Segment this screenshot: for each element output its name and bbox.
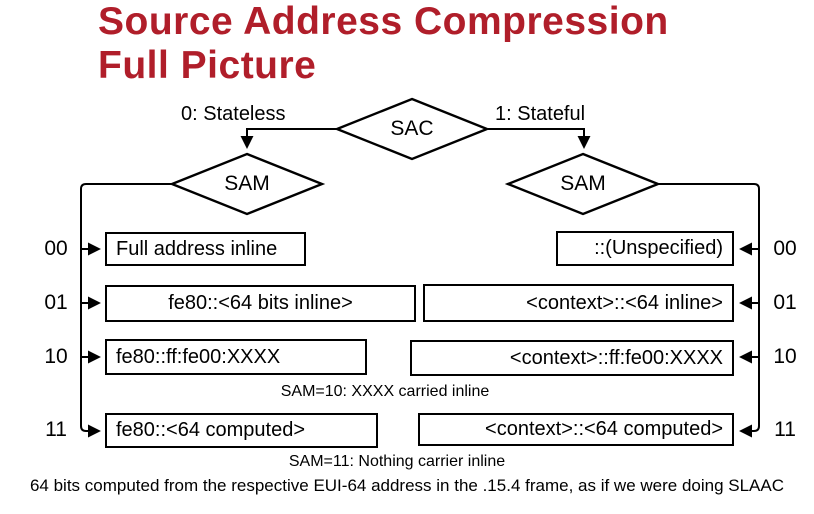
stateless-sam10-box: fe80::ff:fe00:XXXX xyxy=(105,339,367,375)
right-code-10: 10 xyxy=(773,345,797,368)
stateless-sam01-box: fe80::<64 bits inline> xyxy=(105,285,416,322)
left-code-11: 11 xyxy=(45,418,67,441)
page-title-line-1: Source Address Compression xyxy=(98,0,669,43)
stateless-sam00-box: Full address inline xyxy=(105,232,306,266)
left-code-00: 00 xyxy=(44,237,68,260)
right-sam-node-label: SAM xyxy=(560,172,606,195)
left-rail-and-row11-arrow xyxy=(80,183,172,438)
footer-note: 64 bits computed from the respective EUI… xyxy=(29,476,785,495)
branch-label-stateless: 0: Stateless xyxy=(181,103,286,125)
left-sam-diamond xyxy=(168,152,326,216)
note-sam10: SAM=10: XXXX carried inline xyxy=(280,383,490,400)
page-title-line-2: Full Picture xyxy=(98,44,317,87)
left-code-10: 10 xyxy=(44,345,68,368)
right-rail-and-row11-arrow xyxy=(658,183,760,438)
right-code-11: 11 xyxy=(774,418,796,441)
branch-label-stateful: 1: Stateful xyxy=(495,103,586,125)
left-code-01: 01 xyxy=(44,291,68,314)
right-sam-diamond xyxy=(504,152,662,216)
note-sam11: SAM=11: Nothing carrier inline xyxy=(288,453,506,470)
left-sam-node-label: SAM xyxy=(224,172,270,195)
stateful-sam00-box: ::(Unspecified) xyxy=(556,231,734,266)
connector-sac-to-left-sam xyxy=(240,128,338,149)
sac-node-label: SAC xyxy=(390,117,434,140)
stateful-sam10-box: <context>::ff:fe00:XXXX xyxy=(410,340,734,376)
right-code-01: 01 xyxy=(773,291,797,314)
connector-sac-to-right-sam xyxy=(488,128,591,149)
stateful-sam01-box: <context>::<64 inline> xyxy=(423,284,734,322)
right-code-00: 00 xyxy=(773,237,797,260)
stateful-sam11-box: <context>::<64 computed> xyxy=(418,413,734,446)
stateless-sam11-box: fe80::<64 computed> xyxy=(105,413,378,448)
sac-diamond xyxy=(333,97,491,161)
page-title: Source Address Compression Full Picture xyxy=(98,0,669,88)
